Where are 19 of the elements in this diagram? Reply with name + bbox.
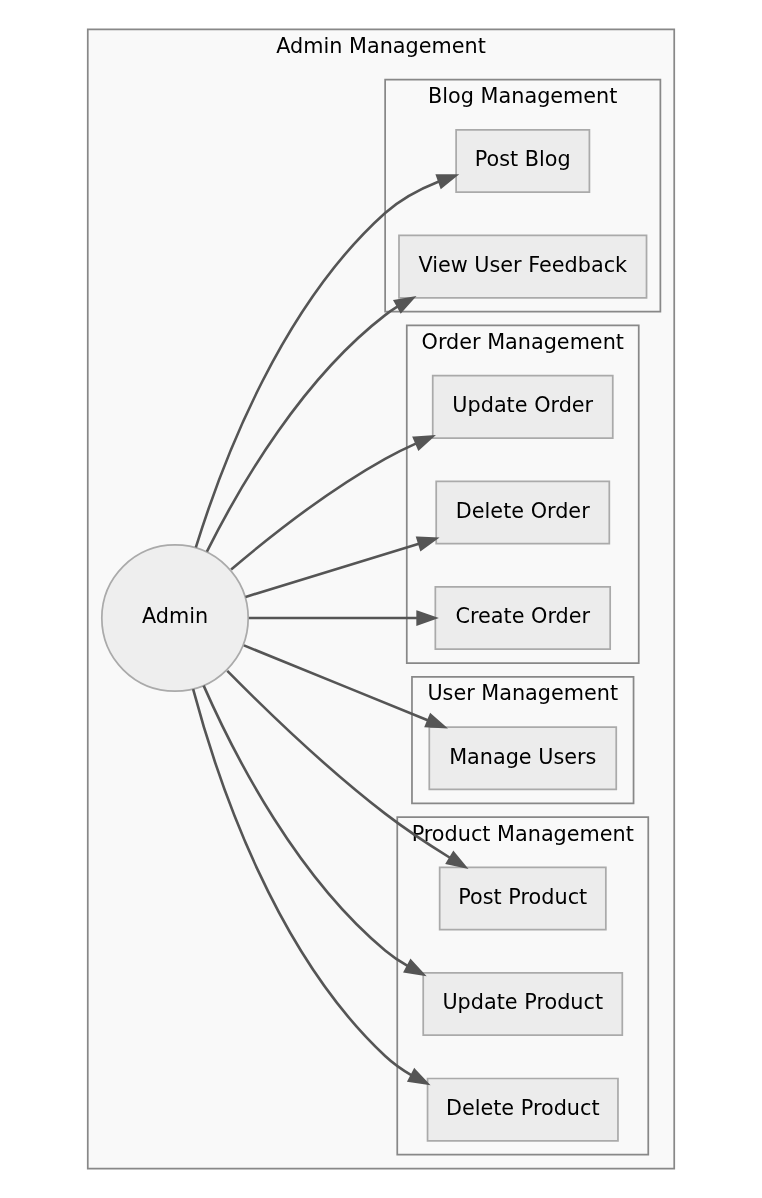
node-box: Update Order xyxy=(431,374,614,439)
node-box: Post Product xyxy=(438,866,607,931)
node-box: Delete Product xyxy=(426,1077,619,1142)
arrow xyxy=(194,174,460,548)
arrow xyxy=(191,688,431,1086)
node-box: Delete Order xyxy=(435,480,611,545)
arrow xyxy=(205,295,417,553)
arrow xyxy=(226,669,469,870)
node-box: Post Blog xyxy=(455,129,591,194)
node-box: Manage Users xyxy=(428,726,618,791)
arrow xyxy=(202,685,427,977)
arrow xyxy=(230,434,436,571)
node-box: Create Order xyxy=(434,586,612,651)
arrow xyxy=(245,536,440,599)
arrow xyxy=(248,610,439,626)
arrow xyxy=(243,644,449,729)
node-box: View User Feedback xyxy=(398,234,648,299)
node-box: Update Product xyxy=(422,972,624,1037)
node-circle: Admin xyxy=(100,544,250,693)
